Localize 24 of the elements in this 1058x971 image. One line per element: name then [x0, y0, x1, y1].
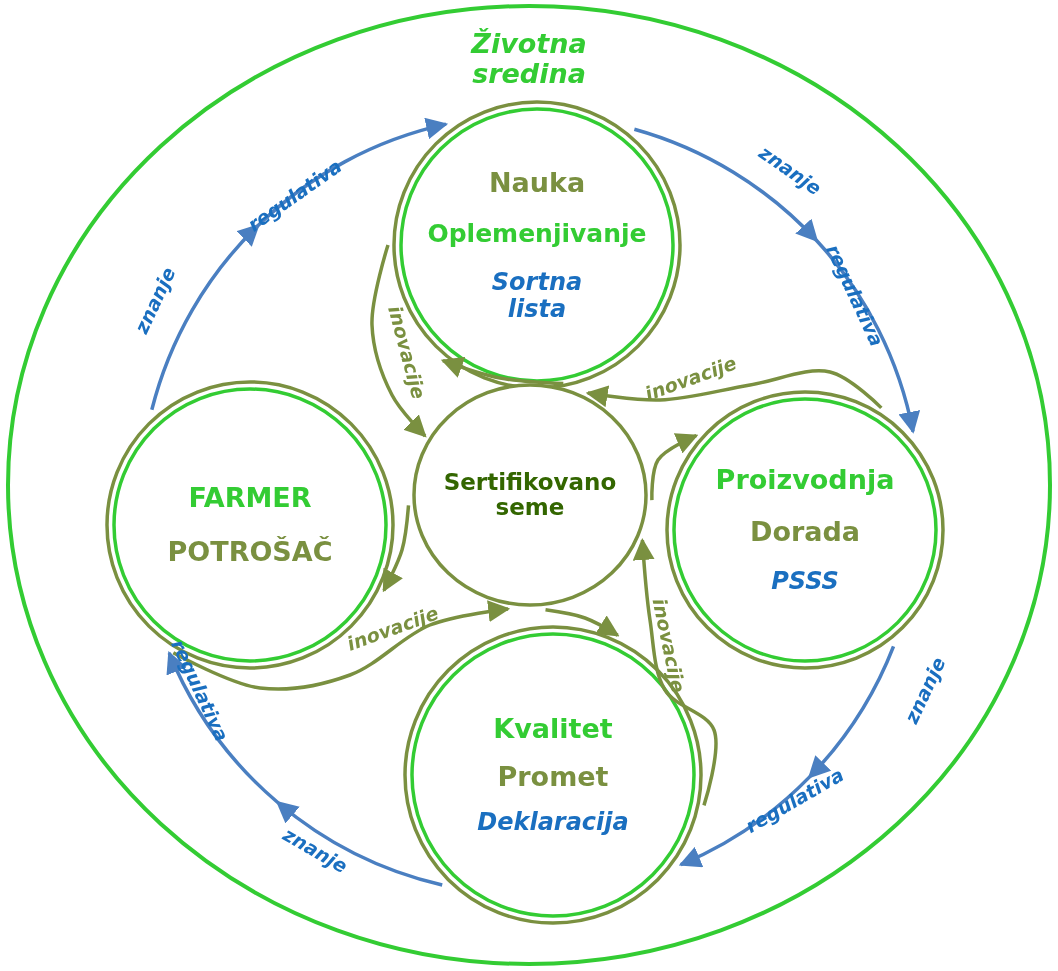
node-label: Životna sredina — [469, 29, 588, 89]
arrow — [370, 244, 427, 438]
arrow — [585, 369, 883, 410]
node-label: Oplemenjivanje — [427, 219, 647, 248]
node-label: Nauka — [488, 168, 586, 198]
arrow — [633, 127, 920, 434]
node-label: Promet — [497, 761, 609, 792]
node-label: Dorada — [749, 516, 860, 547]
node-label: Deklaracija — [477, 809, 629, 836]
arrow — [632, 537, 718, 806]
arrow — [440, 356, 564, 386]
node-label: Sortna lista — [490, 269, 584, 322]
arrow — [150, 118, 448, 411]
edge-label: inovacije — [648, 596, 689, 694]
arrow — [679, 645, 896, 868]
node-label: Kvalitet — [493, 714, 613, 744]
node-label: Proizvodnja — [715, 465, 895, 495]
node-label: POTROŠAČ — [167, 537, 333, 567]
arrow — [166, 651, 443, 887]
node-label: FARMER — [188, 483, 312, 513]
node-label: Sertifikovano seme — [442, 469, 618, 521]
arrow — [650, 433, 699, 501]
node-label: PSSS — [771, 568, 839, 595]
arrow — [172, 600, 511, 691]
